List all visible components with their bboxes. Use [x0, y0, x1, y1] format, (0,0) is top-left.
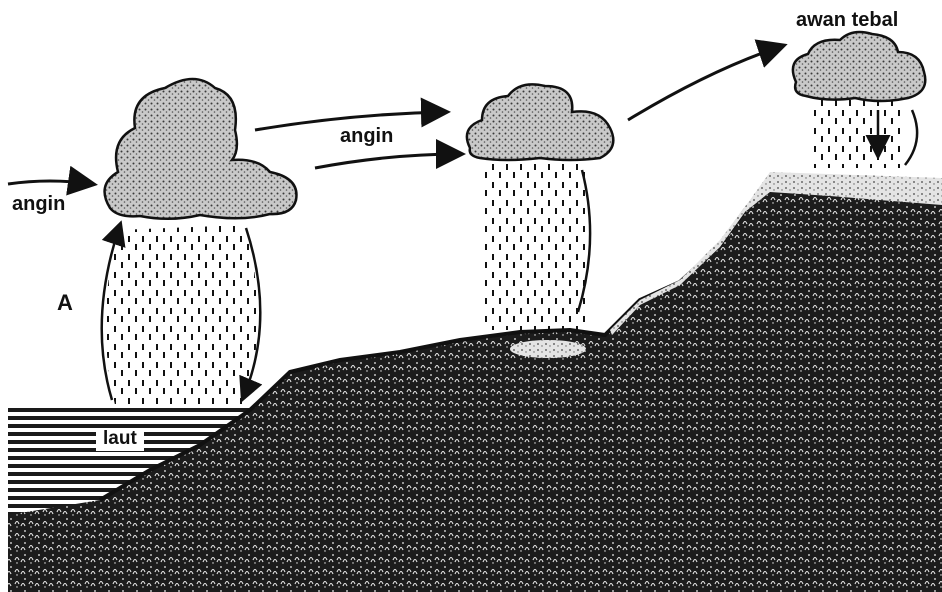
label-angin-middle: angin — [340, 126, 393, 146]
wind-arrow-right — [628, 46, 782, 120]
cloud-thick — [793, 32, 925, 101]
arrow-thick-right — [905, 110, 917, 165]
wind-arrow-left — [8, 181, 92, 184]
label-laut: laut — [96, 428, 144, 451]
rain-middle — [480, 160, 590, 330]
wind-arrow-bottom — [315, 154, 460, 168]
cloud-middle — [467, 84, 613, 160]
label-awan-tebal: awan tebal — [796, 10, 898, 30]
label-point-a: A — [57, 292, 73, 314]
label-angin-left: angin — [12, 194, 65, 214]
cloud-left — [105, 79, 297, 219]
snow-patch — [510, 340, 586, 358]
vapor-column-left — [106, 225, 258, 405]
rain-right — [812, 96, 904, 168]
